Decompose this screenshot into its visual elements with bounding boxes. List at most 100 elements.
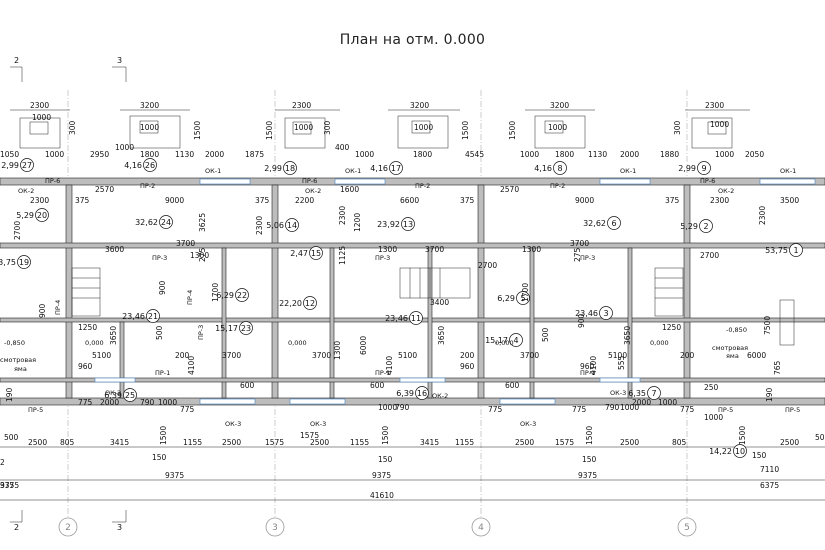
dim-4545: 4545 [465, 150, 484, 159]
dim-500-b: 500 [541, 327, 550, 342]
dim-1155-a: 1155 [183, 438, 202, 447]
label-pit-1b: яма [14, 365, 27, 373]
room-number: 6 [611, 219, 616, 228]
dim-9375-b: 9375 [372, 471, 391, 480]
dim-190-a: 190 [5, 387, 14, 402]
dim-2050: 2050 [745, 150, 764, 159]
dim-2500-d: 2500 [620, 438, 639, 447]
dimension-texts: 2300 3200 2300 3200 3200 2300 1000 1000 … [0, 101, 825, 500]
axis-label-2: 2 [65, 523, 71, 533]
room-marker-circle [415, 386, 429, 400]
axis-label-3: 3 [272, 523, 278, 533]
room-number: 15 [311, 249, 321, 258]
room-number: 27 [22, 161, 32, 170]
dim-2500-b: 2500 [310, 438, 329, 447]
dim-150-d: 150 [752, 451, 767, 460]
dim-2950: 2950 [90, 150, 109, 159]
dim-300-c: 300 [673, 120, 682, 135]
dim-9375-c: 9375 [578, 471, 597, 480]
dim-150-b: 150 [378, 455, 393, 464]
dim-3650-c: 3650 [623, 326, 632, 345]
dim-3700-r1: 3700 [176, 239, 195, 248]
dim-600-a: 600 [240, 381, 255, 390]
room-marker-circle [239, 321, 253, 335]
dim-1130-b: 1130 [588, 150, 607, 159]
label-pr5-c: ПР-5 [785, 406, 800, 414]
dim-3650-a: 3650 [109, 326, 118, 345]
room-marker-circle [697, 161, 711, 175]
room-number: 23 [241, 324, 251, 333]
dim-2000-a: 2000 [205, 150, 224, 159]
room-marker-circle [159, 215, 173, 229]
dim-775-e: 775 [680, 405, 695, 414]
room-area: 5,06 [266, 221, 284, 230]
dim-3400: 3400 [430, 298, 449, 307]
label-pit-2: смотровая [712, 344, 748, 352]
room-area: 6,29 [216, 291, 234, 300]
dim-765: 765 [773, 360, 782, 375]
dim-9000-b: 9000 [575, 196, 594, 205]
dim-2: 2 [0, 458, 5, 467]
dim-275-a: 275 [198, 247, 207, 262]
room-area: 53,75 [765, 246, 788, 255]
dim-6000-a: 6000 [359, 336, 368, 355]
dim-7500: 7500 [763, 316, 772, 335]
dim-775-a: 775 [78, 398, 93, 407]
label-ok1-d: ОК-1 [780, 167, 796, 175]
dim-1500-b3: 1500 [585, 426, 594, 445]
room-marker-circle [789, 243, 803, 257]
label-pr2-c: ПР-2 [550, 182, 565, 190]
dim-1575-b: 1575 [300, 431, 319, 440]
room-number: 11 [411, 314, 421, 323]
room-number: 21 [148, 312, 158, 321]
dim-960-a: 960 [78, 362, 93, 371]
room-marker-circle [553, 161, 567, 175]
label-pr6-c: ПР-6 [700, 177, 715, 185]
dim-960-b: 960 [460, 362, 475, 371]
dim-1500-d: 1500 [508, 121, 517, 140]
dim-1300-d: 1300 [333, 341, 342, 360]
room-area: 23,46 [575, 309, 598, 318]
dim-2200: 2200 [295, 196, 314, 205]
room-marker-circle [35, 208, 49, 222]
dim-555: 555 [617, 355, 626, 370]
label-pr3-b: ПР-3 [375, 254, 390, 262]
label-pr3-c: ПР-3 [580, 254, 595, 262]
dim-1000-r1: 1000 [158, 398, 177, 407]
staircases [71, 267, 795, 346]
dim-375-d: 375 [665, 196, 680, 205]
room-marker-circle [401, 217, 415, 231]
dim-3700-r4: 3700 [222, 351, 241, 360]
dim-1000-c: 1000 [294, 123, 313, 132]
dim-1800-b: 1800 [413, 150, 432, 159]
dim-1700-a: 1700 [211, 283, 220, 302]
label-zero-4: 0,000 [650, 339, 669, 347]
dim-1000-r3: 1000 [620, 403, 639, 412]
dim-1500-b4: 1500 [738, 426, 747, 445]
room-number: 14 [287, 221, 297, 230]
dim-2300-a: 2300 [30, 101, 49, 110]
label-zero-3: 0,000 [495, 339, 514, 347]
room-number: 2 [703, 222, 708, 231]
dim-900-c: 900 [577, 313, 586, 328]
room-marker-circle [143, 158, 157, 172]
dim-2570-a: 2570 [95, 185, 114, 194]
dim-3415-b: 3415 [420, 438, 439, 447]
dim-250: 250 [704, 383, 719, 392]
dim-1000-d: 1000 [414, 123, 433, 132]
dim-1155-b: 1155 [350, 438, 369, 447]
dim-4100-c: 4100 [589, 356, 598, 375]
dim-2300-r1: 2300 [30, 196, 49, 205]
dim-2300-v3: 2300 [758, 206, 767, 225]
room-marker-circle [409, 311, 423, 325]
room-area: 6,29 [497, 294, 515, 303]
dim-960-c: 960 [580, 362, 595, 371]
section-cut-marks: 2 3 2 3 [10, 56, 127, 532]
room-area: 6,39 [396, 389, 414, 398]
dim-5100-a: 5100 [92, 351, 111, 360]
room-marker-circle [509, 333, 523, 347]
dim-790-b: 790 [395, 403, 410, 412]
label-zero-1: 0,000 [85, 339, 104, 347]
dim-1500-c: 1500 [461, 121, 470, 140]
